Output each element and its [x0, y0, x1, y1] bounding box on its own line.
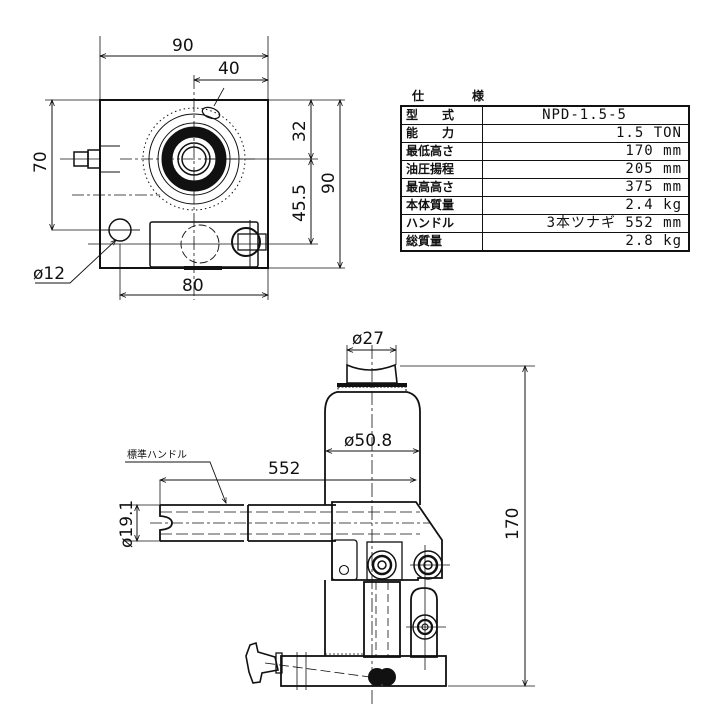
spec-title: 仕 様: [412, 89, 503, 103]
release-knob: [245, 641, 279, 684]
saddle: [346, 363, 398, 384]
spec-value: 2.4 kg: [482, 196, 690, 215]
spec-key: ハンドル: [400, 214, 483, 233]
spec-key: 本体質量: [400, 196, 483, 215]
handle-segment-2: [247, 504, 336, 542]
side-view: [123, 345, 535, 705]
standard-handle-label: 標準ハンドル: [127, 448, 187, 461]
dim-70: 70: [31, 151, 51, 173]
dim-saddle-27: ø27: [352, 329, 384, 349]
dim-height-170: 170: [503, 508, 523, 540]
dim-handle-19-1: ø19.1: [117, 500, 137, 548]
jack-base: [280, 655, 447, 687]
link-arm: [410, 587, 438, 658]
dim-hole-12: ø12: [33, 264, 65, 284]
top-view: [35, 36, 345, 300]
dim-handle-552: 552: [268, 459, 300, 479]
spec-value: 1.5 TON: [482, 124, 690, 143]
spec-key: 型 式: [400, 105, 483, 125]
plunger: [363, 581, 401, 658]
gear-teeth: [142, 107, 246, 211]
spec-key: 能 力: [400, 124, 483, 143]
spec-key: 最低高さ: [400, 142, 483, 161]
dim-cylinder-50-8: ø50.8: [344, 431, 392, 451]
spec-value: 375 mm: [482, 178, 690, 197]
dim-32: 32: [290, 120, 310, 142]
spec-value: 2.8 kg: [482, 232, 690, 252]
dim-90-height: 90: [319, 172, 339, 194]
dim-40: 40: [218, 59, 240, 79]
dim-90-width: 90: [172, 36, 194, 56]
spec-value: 205 mm: [482, 160, 690, 179]
spec-key: 総質量: [400, 232, 483, 252]
spec-value: 3本ツナギ 552 mm: [482, 214, 690, 233]
spec-key: 最高高さ: [400, 178, 483, 197]
spec-value: 170 mm: [482, 142, 690, 161]
spec-key: 油圧揚程: [400, 160, 483, 179]
spec-value: NPD-1.5-5: [482, 105, 690, 125]
dim-45-5: 45.5: [290, 184, 310, 222]
dim-80: 80: [182, 276, 204, 296]
